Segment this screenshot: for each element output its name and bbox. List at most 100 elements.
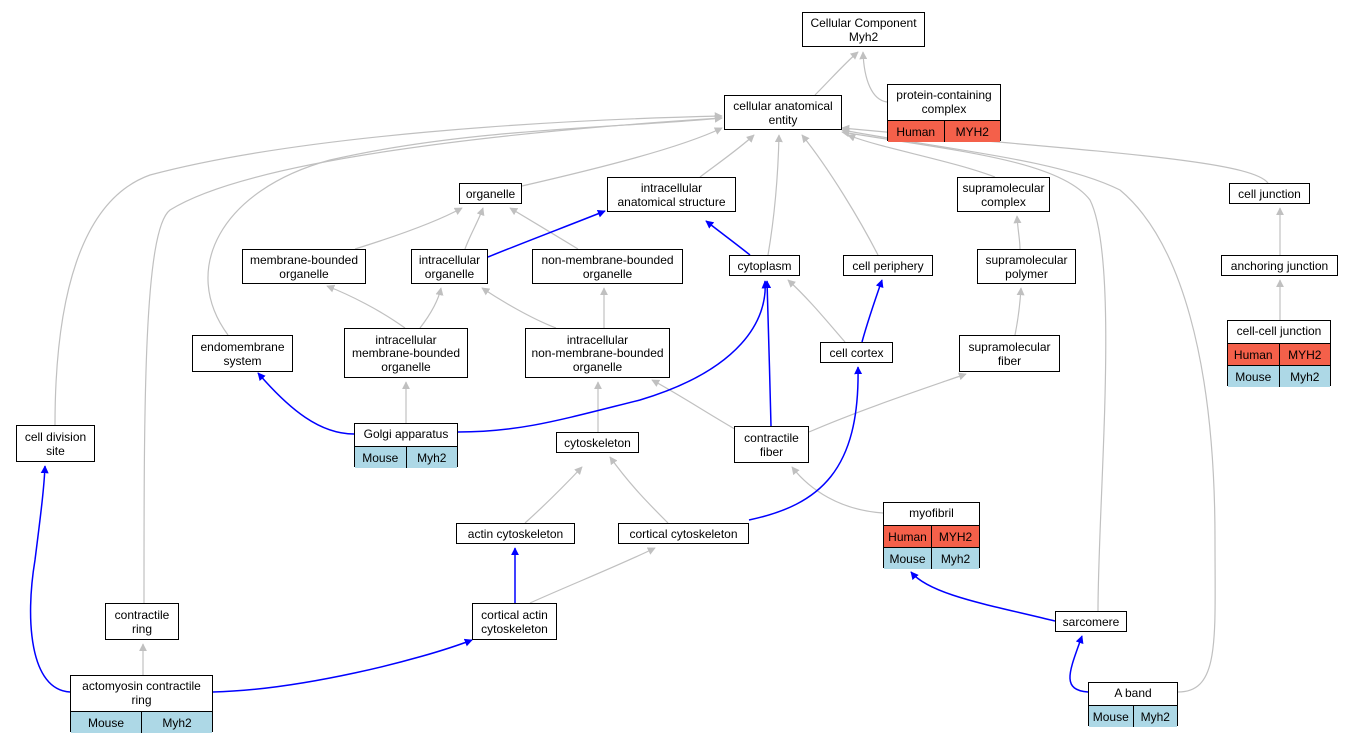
go-term-label: intracellular membrane-bounded organelle (351, 332, 461, 374)
go-term-node-cytoskeleton[interactable]: cytoskeleton (556, 432, 639, 453)
gene-symbol: MYH2 (943, 121, 1001, 142)
part-of-edge (29, 465, 71, 693)
go-term-node-organelle[interactable]: organelle (459, 183, 522, 204)
go-term-node-smf[interactable]: supramolecular fiber (959, 335, 1060, 372)
go-term-label: cell cortex (829, 345, 884, 360)
go-term-label: intracellular anatomical structure (617, 181, 726, 209)
go-term-label: actin cytoskeleton (467, 526, 564, 541)
go-term-label: supramolecular complex (962, 181, 1045, 209)
gene-symbol: MYH2 (1278, 344, 1331, 365)
part-of-edge (212, 638, 473, 693)
annotation-row-mouse: Mouse Myh2 (71, 711, 212, 733)
go-term-node-smp[interactable]: supramolecular polymer (977, 249, 1076, 284)
go-term-label: contractile fiber (744, 431, 799, 459)
organism-label: Mouse (87, 715, 125, 730)
go-term-label: cortical cytoskeleton (629, 526, 738, 541)
go-term-label: anchoring junction (1230, 258, 1329, 273)
go-term-node-aj[interactable]: anchoring junction (1221, 255, 1338, 276)
go-term-node-nmbo[interactable]: non-membrane-bounded organelle (532, 249, 683, 284)
part-of-edge (1069, 635, 1089, 693)
go-term-node-acsk[interactable]: actin cytoskeleton (456, 523, 575, 544)
is-a-edge (859, 51, 888, 103)
go-term-node-mbo[interactable]: membrane-bounded organelle (242, 249, 366, 284)
go-term-node-root[interactable]: Cellular Component Myh2 (802, 12, 925, 47)
go-term-label: cellular anatomical entity (733, 99, 833, 127)
is-a-edge (847, 134, 996, 178)
go-term-node-cring[interactable]: contractile ring (105, 603, 179, 640)
go-term-node-io[interactable]: intracellular organelle (411, 249, 488, 284)
gene-symbol: Myh2 (1132, 706, 1178, 727)
go-term-node-ccsk[interactable]: cortical cytoskeleton (618, 523, 749, 544)
gene-symbol: MYH2 (931, 526, 979, 547)
go-term-node-sarcomere[interactable]: sarcomere (1055, 611, 1127, 632)
part-of-edge (705, 220, 751, 256)
go-term-label: Cellular Component Myh2 (810, 16, 917, 44)
go-term-label: cortical actin cytoskeleton (481, 608, 548, 636)
go-term-node-inmbo[interactable]: intracellular non-membrane-bounded organ… (525, 328, 670, 378)
part-of-edge (748, 366, 863, 521)
go-term-label: organelle (465, 186, 516, 201)
is-a-edge (509, 207, 579, 250)
go-term-label: protein-containing complex (896, 88, 992, 116)
is-a-edge (1013, 215, 1022, 250)
go-term-node-es[interactable]: endomembrane system (192, 335, 293, 372)
go-term-node-cf[interactable]: contractile fiber (734, 426, 809, 463)
is-a-edge (801, 134, 879, 256)
go-term-node-cp[interactable]: cell periphery (843, 255, 933, 276)
is-a-edge (54, 112, 723, 426)
organism-label: Mouse (362, 450, 399, 465)
is-a-edge (524, 466, 583, 524)
is-a-edge (841, 127, 1216, 693)
go-term-label: supramolecular fiber (968, 340, 1051, 368)
is-a-edge (326, 284, 406, 329)
go-term-node-cae[interactable]: cellular anatomical entity (724, 95, 842, 130)
part-of-edge (257, 372, 355, 435)
is-a-edge (464, 207, 485, 250)
part-of-edge (457, 280, 770, 433)
go-term-label: intracellular organelle (418, 253, 481, 281)
part-of-edge (763, 280, 772, 427)
go-term-node-cj[interactable]: cell junction (1229, 183, 1310, 204)
go-term-label: endomembrane system (200, 340, 285, 368)
is-a-edge (143, 114, 723, 604)
go-term-label: myofibril (909, 506, 954, 521)
is-a-edge (767, 134, 783, 256)
go-term-node-cacsk[interactable]: cortical actin cytoskeleton (472, 603, 557, 640)
go-term-node-ias[interactable]: intracellular anatomical structure (607, 177, 736, 212)
organism-label: Human (896, 124, 936, 139)
go-term-label: actomyosin contractile ring (82, 679, 201, 707)
is-a-edge (521, 127, 723, 187)
gene-symbol: Myh2 (405, 447, 458, 468)
go-term-label: supramolecular polymer (985, 253, 1068, 281)
is-a-edge (814, 51, 859, 96)
organism-label: Mouse (889, 551, 926, 566)
go-term-node-imbo[interactable]: intracellular membrane-bounded organelle (344, 328, 468, 378)
is-a-edge (419, 287, 444, 329)
is-a-edge (609, 456, 669, 524)
go-term-label: cytoskeleton (564, 435, 631, 450)
gene-symbol: Myh2 (141, 712, 212, 733)
is-a-edge (481, 287, 557, 329)
is-a-edge (808, 372, 967, 433)
go-term-label: cell-cell junction (1236, 324, 1322, 339)
go-term-node-cc[interactable]: cell cortex (820, 342, 893, 363)
go-term-label: contractile ring (114, 608, 170, 636)
part-of-edge (910, 571, 1056, 622)
go-term-node-cds[interactable]: cell division site (16, 425, 95, 462)
go-term-node-cytoplasm[interactable]: cytoplasm (729, 255, 800, 276)
go-term-label: cell division site (24, 430, 87, 458)
gene-symbol: Myh2 (1278, 366, 1331, 387)
go-term-node-smc[interactable]: supramolecular complex (957, 177, 1050, 212)
